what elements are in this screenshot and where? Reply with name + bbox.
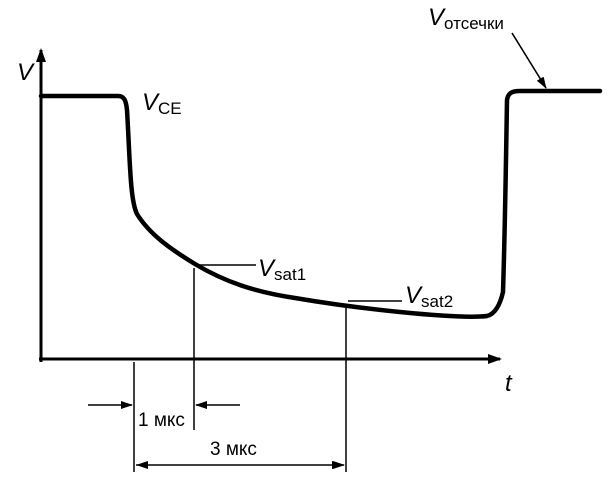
sat1-label: Vsat1: [258, 255, 306, 284]
dim-3us-left-head: [136, 461, 148, 469]
sat2-label-main: V: [405, 282, 423, 309]
cutoff-label: Vотсечки: [428, 4, 504, 33]
sat1-label-sub: sat1: [274, 265, 306, 284]
dim-3us-right-head: [332, 461, 344, 469]
sat1-label-main: V: [258, 255, 276, 282]
vce-label-sub: CE: [158, 99, 182, 118]
sat2-label-sub: sat2: [421, 292, 453, 311]
cutoff-label-sub: отсечки: [444, 14, 504, 33]
x-axis-label: t: [505, 370, 513, 397]
dim-1us-label: 1 мкс: [138, 410, 185, 431]
cutoff-pointer: [511, 32, 547, 89]
vce-label: VCE: [142, 89, 182, 118]
dim-3us-label: 3 мкс: [210, 439, 257, 460]
y-axis-label: V: [17, 59, 35, 86]
cutoff-label-main: V: [428, 4, 446, 31]
vce-label-main: V: [142, 89, 160, 116]
sat2-label: Vsat2: [405, 282, 453, 311]
vce-waveform: [38, 88, 603, 320]
